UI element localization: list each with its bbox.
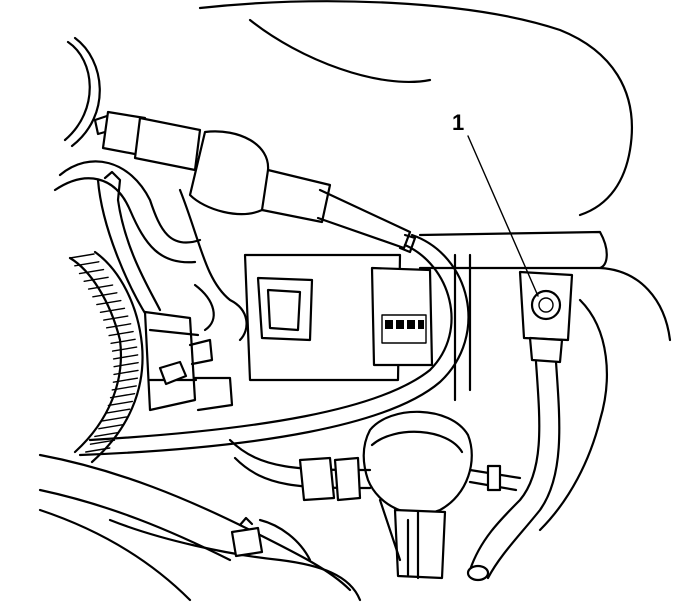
engine-block-outline — [198, 0, 672, 532]
left-module-connector — [243, 253, 402, 382]
conduit-rib — [74, 261, 100, 267]
conduit-rib — [87, 284, 114, 290]
conduit-rib — [108, 330, 134, 337]
lower-harness — [38, 453, 402, 602]
conduit-rib — [89, 439, 116, 445]
upper-left-hose — [53, 36, 202, 264]
pipe-fittings — [228, 438, 522, 502]
conduit-rib — [112, 377, 139, 383]
round-actuator — [362, 410, 473, 580]
conduit-rib — [111, 385, 137, 391]
conduit-rib — [99, 307, 126, 314]
conduit-rib — [69, 253, 95, 259]
control-module — [370, 266, 434, 367]
ground-terminal — [466, 270, 574, 582]
main-fuel-hose — [78, 233, 470, 457]
conduit-rib — [78, 268, 105, 275]
conduit-rib — [111, 346, 138, 352]
conduit-rib — [94, 431, 120, 438]
conduit-rib — [96, 299, 122, 306]
callout-leader-1 — [467, 135, 539, 297]
injector-assembly — [93, 110, 417, 254]
mount-bracket — [96, 170, 248, 342]
conduit-rib — [112, 354, 139, 360]
conduit-rib — [110, 338, 136, 345]
conduit-rib — [113, 369, 139, 376]
corrugated-conduit — [68, 250, 144, 464]
conduit-rib — [105, 323, 132, 329]
conduit-rib — [83, 276, 109, 282]
conduit-rib — [92, 292, 118, 298]
conduit-rib — [113, 361, 139, 368]
callout-label-1: 1 — [452, 110, 465, 135]
sensor-connector — [143, 310, 234, 412]
conduit-rib — [104, 408, 131, 414]
conduit-rib — [103, 315, 129, 321]
conduit-rib — [107, 400, 134, 407]
conduit-rib — [98, 424, 124, 430]
conduit-rib — [85, 447, 111, 453]
conduit-rib — [109, 392, 136, 399]
conduit-rib — [101, 416, 128, 422]
